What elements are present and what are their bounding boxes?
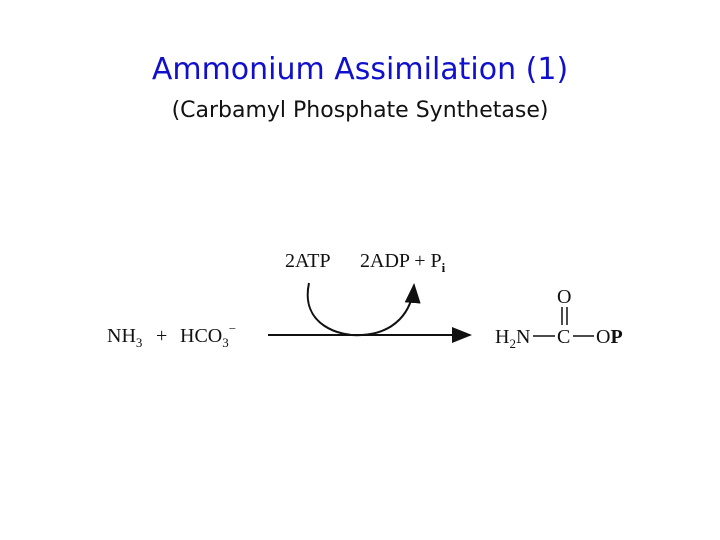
- slide-subtitle: (Carbamyl Phosphate Synthetase): [171, 98, 549, 123]
- cofactor-curved-arrow: [306, 282, 421, 337]
- slide-title: Ammonium Assimilation (1): [151, 52, 569, 87]
- product-carbon: C: [557, 326, 570, 348]
- plus-sign: +: [156, 325, 167, 347]
- product-op: OP: [596, 326, 623, 348]
- cofactor-adp-pi: 2ADP + Pi: [360, 250, 446, 275]
- product-carbonyl-oxygen: O: [557, 286, 571, 308]
- cofactor-atp: 2ATP: [285, 250, 331, 272]
- reactant-nh3: NH3: [107, 325, 142, 350]
- reactant-hco3: HCO3−: [180, 321, 236, 350]
- product-h2n: H2N: [495, 326, 530, 351]
